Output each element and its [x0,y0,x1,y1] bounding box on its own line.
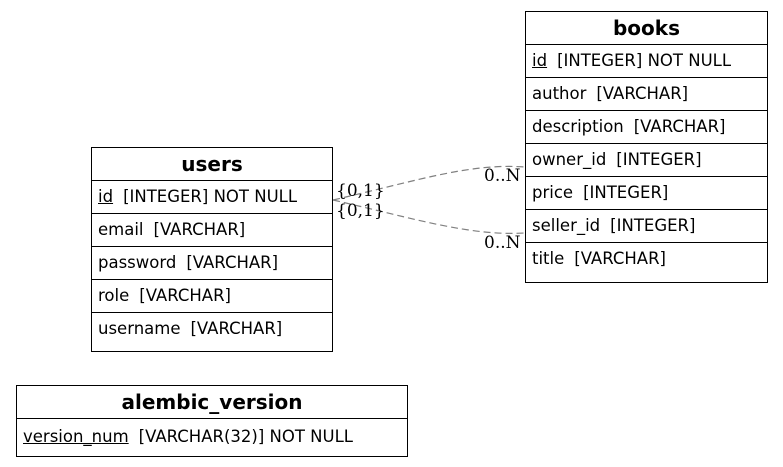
card-label-owner-from: {0,1} [336,181,385,201]
column-row-username: username [VARCHAR] [92,313,332,346]
card-label-seller-from: {0,1} [336,201,385,221]
column-type: [VARCHAR] [186,253,279,272]
column-row-price: price [INTEGER] [526,177,767,210]
entity-title: books [526,12,767,45]
column-type: [VARCHAR] [633,117,726,136]
column-row-description: description [VARCHAR] [526,111,767,144]
column-type: [VARCHAR] [596,84,689,103]
edge-users-books-seller [332,199,526,234]
entity-users[interactable]: users id [INTEGER] NOT NULL email [VARCHAR… [91,147,333,352]
column-type: [INTEGER] [583,183,669,202]
entity-title: alembic_version [17,386,407,419]
column-row-email: email [VARCHAR] [92,214,332,247]
column-name: author [532,84,587,103]
column-row-version-num: version_num [VARCHAR(32)] NOT NULL [17,419,407,457]
column-row-title: title [VARCHAR] [526,243,767,276]
column-row-id: id [INTEGER] NOT NULL [526,45,767,78]
column-type: [VARCHAR] [190,319,283,338]
column-row-password: password [VARCHAR] [92,247,332,280]
column-type: [INTEGER] [616,150,702,169]
card-label-seller-to: 0..N [484,233,521,253]
card-label-owner-to: 0..N [484,166,521,186]
column-name: description [532,117,624,136]
column-name: price [532,183,574,202]
column-name: password [98,253,177,272]
column-name: email [98,220,144,239]
column-row-owner-id: owner_id [INTEGER] [526,144,767,177]
column-row-seller-id: seller_id [INTEGER] [526,210,767,243]
entity-books[interactable]: books id [INTEGER] NOT NULL author [VARCHA… [525,11,768,283]
column-type: [VARCHAR] [139,286,231,305]
column-row-role: role [VARCHAR] [92,280,332,313]
column-name: owner_id [532,150,607,169]
column-name: username [98,319,181,338]
column-type: [INTEGER] NOT NULL [123,187,298,206]
column-row-id: id [INTEGER] NOT NULL [92,181,332,214]
edge-users-books-owner [332,165,526,201]
column-name: role [98,286,130,305]
column-type: [INTEGER] [610,216,696,235]
column-type: [VARCHAR] [153,220,246,239]
column-type: [INTEGER] NOT NULL [557,51,732,70]
column-row-author: author [VARCHAR] [526,78,767,111]
column-name: id [532,51,548,70]
entity-title: users [92,148,332,181]
column-name: title [532,249,565,268]
column-type: [VARCHAR] [574,249,666,268]
column-name: version_num [23,427,129,446]
column-name: id [98,187,114,206]
column-type: [VARCHAR(32)] NOT NULL [138,427,353,446]
entity-alembic-version[interactable]: alembic_version version_num [VARCHAR(32)]… [16,385,408,457]
column-name: seller_id [532,216,601,235]
